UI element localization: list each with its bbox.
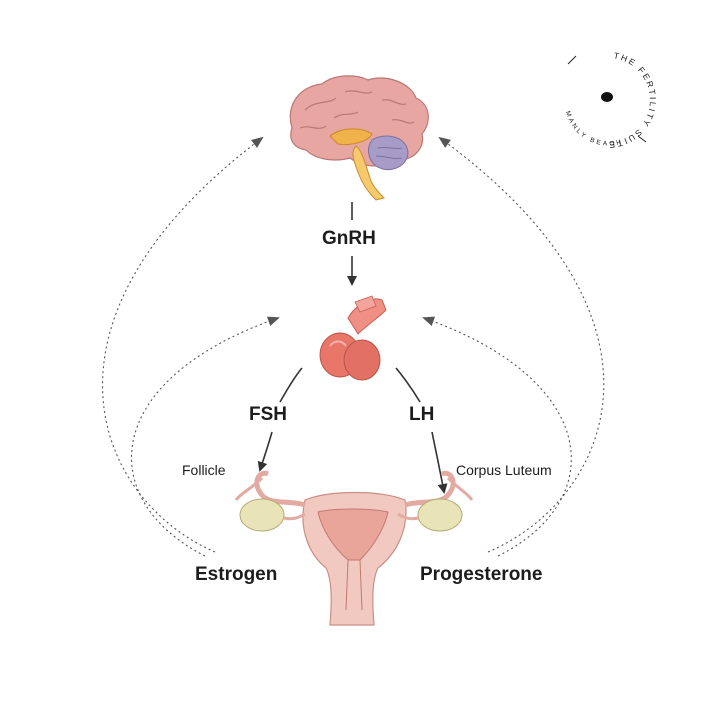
fsh-arrow — [257, 431, 273, 472]
progesterone-label: Progesterone — [420, 564, 543, 585]
estrogen-label: Estrogen — [195, 564, 278, 585]
estrogen-to-brain-arrow — [102, 136, 264, 553]
gnrh-label: GnRH — [322, 228, 376, 249]
right-ovary — [417, 498, 463, 532]
uterus-illustration — [234, 470, 474, 626]
fsh-label: FSH — [249, 404, 287, 425]
lh-label: LH — [409, 404, 435, 425]
logo-dot — [601, 92, 613, 102]
left-ovary — [239, 498, 285, 532]
corpus-luteum-label: Corpus Luteum — [456, 462, 552, 478]
lh-arrow — [431, 431, 448, 494]
brain-illustration — [289, 75, 429, 201]
fertility-suite-logo: THE FERTILITY SUITE MANLY BEACH — [564, 50, 658, 150]
pituitary-illustration — [319, 295, 387, 381]
logo-name-text: THE FERTILITY SUITE — [607, 50, 658, 150]
follicle-label: Follicle — [182, 462, 226, 478]
fsh-line-top — [279, 367, 303, 403]
lh-line-top — [395, 367, 421, 403]
progesterone-to-pituitary-arrow — [422, 316, 572, 557]
logo-location-text: MANLY BEACH — [564, 110, 624, 147]
progesterone-to-brain-arrow — [438, 136, 605, 553]
estrogen-to-pituitary-arrow — [130, 316, 280, 557]
